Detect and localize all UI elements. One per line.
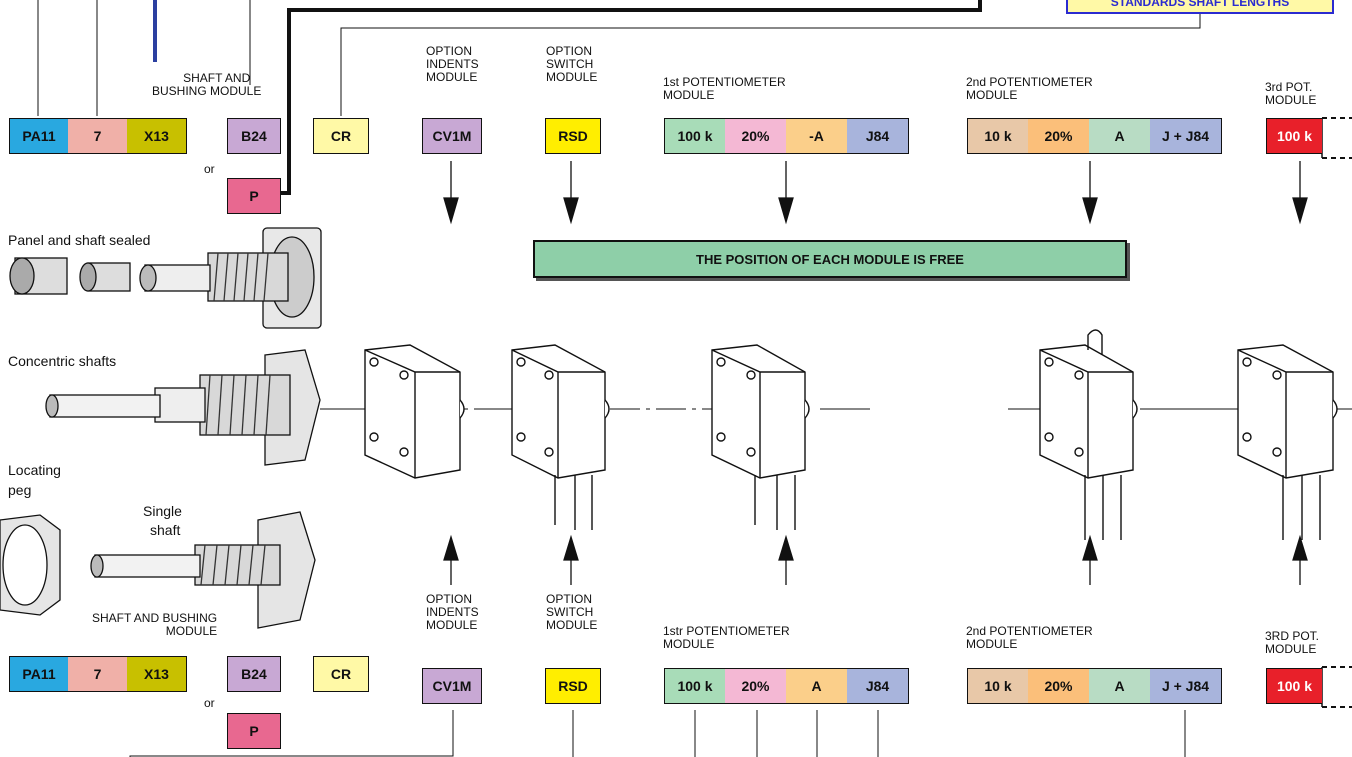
bottom-pot1-value[interactable]: 100 k: [664, 668, 726, 704]
bottom-box-p[interactable]: P: [227, 713, 281, 749]
module-sketches: [364, 329, 1338, 540]
caption-panel-sealed: Panel and shaft sealed: [8, 232, 151, 248]
bottom-connector-lines: [129, 710, 1186, 757]
module-sketch-pot2: [1039, 329, 1138, 540]
sketch-single-shaft: [0, 511, 316, 629]
bottom-pot3-value[interactable]: 100 k: [1266, 668, 1322, 704]
top-box-cr[interactable]: CR: [313, 118, 369, 154]
module-sketch-pot1: [711, 344, 810, 530]
top-pot1-tolerance[interactable]: 20%: [725, 118, 787, 154]
top-pot1-value[interactable]: 100 k: [664, 118, 726, 154]
top-pot2-taper[interactable]: A: [1089, 118, 1151, 154]
bottom-pot2-taper[interactable]: A: [1089, 668, 1151, 704]
top-box-pa11[interactable]: PA11: [9, 118, 69, 154]
top-box-7[interactable]: 7: [68, 118, 128, 154]
bottom-pot2-value[interactable]: 10 k: [967, 668, 1029, 704]
sketch-concentric: [45, 349, 321, 466]
bottom-pot1-taper[interactable]: A: [786, 668, 848, 704]
top-pot3-value[interactable]: 100 k: [1266, 118, 1322, 154]
bottom-box-cr[interactable]: CR: [313, 656, 369, 692]
bottom-pot2-tolerance[interactable]: 20%: [1028, 668, 1090, 704]
bottom-box-pa11[interactable]: PA11: [9, 656, 69, 692]
top-box-p[interactable]: P: [227, 178, 281, 214]
bottom-pot1-shaft[interactable]: J84: [847, 668, 909, 704]
top-pot3-label: 3rd POT.MODULE: [1265, 80, 1317, 107]
top-shaft-bushing-label: SHAFT AND BUSHING MODULE: [152, 71, 262, 98]
module-sketch-indents: [364, 344, 465, 479]
sketch-panel-sealed: [9, 227, 322, 329]
bottom-shaft-bushing-label: SHAFT AND BUSHING MODULE: [92, 611, 218, 638]
bottom-pot2-shaft[interactable]: J + J84: [1150, 668, 1222, 704]
top-pot1-taper[interactable]: -A: [786, 118, 848, 154]
top-box-b24[interactable]: B24: [227, 118, 281, 154]
caption-concentric: Concentric shafts: [8, 353, 117, 369]
top-box-x13[interactable]: X13: [127, 118, 187, 154]
standards-shaft-lengths-label: STANDARDS SHAFT LENGTHS: [1066, 0, 1334, 14]
bottom-pot1-tolerance[interactable]: 20%: [725, 668, 787, 704]
top-pot2-value[interactable]: 10 k: [967, 118, 1029, 154]
up-arrows: [443, 534, 1308, 585]
top-box-rsd[interactable]: RSD: [545, 118, 601, 154]
top-box-cv1m[interactable]: CV1M: [422, 118, 482, 154]
top-pot1-shaft[interactable]: J84: [847, 118, 909, 154]
position-free-banner: THE POSITION OF EACH MODULE IS FREE: [533, 240, 1127, 278]
top-pot2-tolerance[interactable]: 20%: [1028, 118, 1090, 154]
down-arrows: [443, 161, 1308, 225]
top-pot2-shaft[interactable]: J + J84: [1150, 118, 1222, 154]
module-sketch-pot3: [1237, 344, 1338, 540]
bottom-box-cv1m[interactable]: CV1M: [422, 668, 482, 704]
shaft-sketches: [0, 227, 322, 629]
bottom-box-7[interactable]: 7: [68, 656, 128, 692]
module-sketch-switch: [511, 344, 610, 530]
bottom-box-x13[interactable]: X13: [127, 656, 187, 692]
pot3-dashed-lines: [1322, 117, 1352, 708]
top-connector-lines: [37, 0, 1201, 195]
bottom-box-b24[interactable]: B24: [227, 656, 281, 692]
bottom-pot3-label: 3RD POT.MODULE: [1265, 629, 1320, 656]
top-or-text: or: [204, 162, 215, 176]
bottom-or-text: or: [204, 696, 215, 710]
bottom-box-rsd[interactable]: RSD: [545, 668, 601, 704]
